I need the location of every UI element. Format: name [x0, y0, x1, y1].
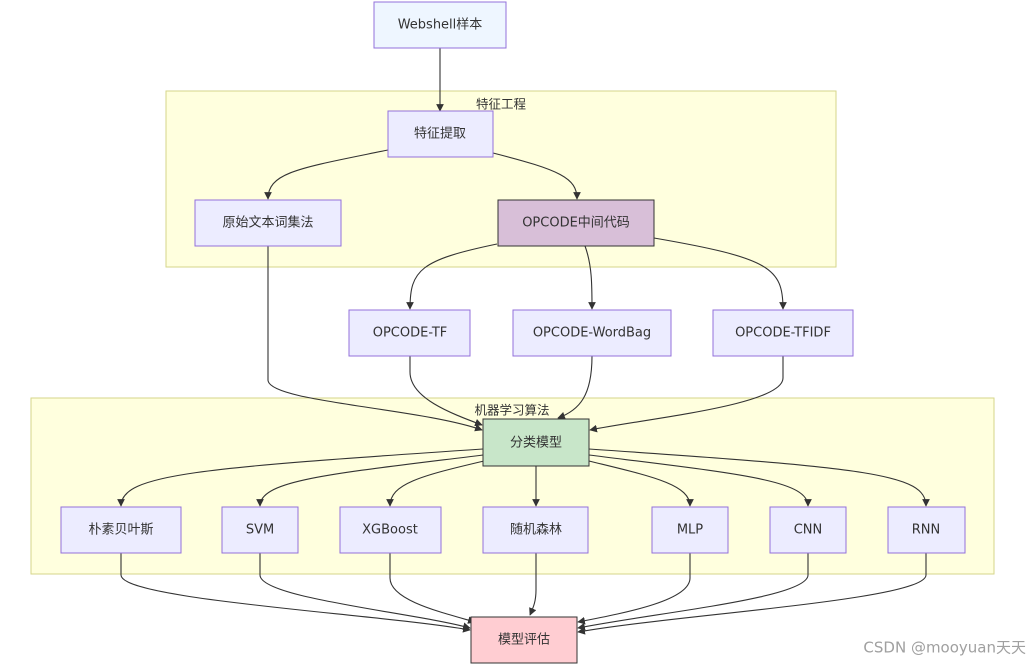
edge-cnn-to-evaluation — [577, 553, 809, 631]
node-cnn: CNN — [769, 506, 847, 554]
node-opcode-tf-label: OPCODE-TF — [373, 326, 448, 341]
edge-opcode-to-tfidf — [653, 237, 787, 310]
node-opcode-tfidf-label: OPCODE-TFIDF — [735, 326, 831, 341]
node-evaluation-box — [470, 616, 578, 664]
node-random-forest-box — [482, 506, 589, 554]
node-random-forest: 随机森林 — [482, 506, 589, 554]
node-rnn-label: RNN — [912, 523, 940, 538]
node-opcode-label: OPCODE中间代码 — [522, 216, 630, 231]
node-raw-text-label: 原始文本词集法 — [222, 215, 313, 231]
node-webshell-sample: Webshell样本 — [373, 1, 507, 49]
node-evaluation: 模型评估 — [470, 616, 578, 664]
node-svm-label: SVM — [246, 523, 274, 538]
node-feature-extract-box — [387, 110, 494, 158]
node-classifier-box — [482, 418, 590, 467]
node-raw-text-box — [194, 199, 342, 247]
edge-classifier-to-naive-bayes — [117, 448, 484, 507]
cluster-feature-engineering-label: 特征工程 — [476, 97, 527, 112]
node-naive-bayes: 朴素贝叶斯 — [60, 506, 182, 554]
edge-opcode-to-tf — [406, 243, 498, 310]
edge-feature-extract-to-raw-text — [264, 149, 389, 200]
node-opcode-wordbag-box — [512, 309, 672, 357]
edge-opcode-to-wordbag — [584, 245, 596, 310]
edge-classifier-to-cnn — [588, 454, 812, 507]
node-mlp: MLP — [651, 506, 729, 554]
edge-classifier-to-mlp — [588, 460, 694, 507]
node-cnn-label: CNN — [794, 523, 823, 538]
node-webshell-sample-label: Webshell样本 — [398, 18, 483, 33]
node-rnn-box — [887, 506, 966, 554]
node-raw-text: 原始文本词集法 — [194, 199, 342, 247]
node-classifier: 分类模型 — [482, 418, 590, 467]
node-webshell-sample-box — [373, 1, 507, 49]
edge-tfidf-to-classifier — [589, 356, 784, 433]
edge-classifier-to-rnn — [588, 448, 930, 507]
edge-xgboost-to-evaluation — [389, 553, 476, 624]
node-feature-extract-label: 特征提取 — [414, 126, 466, 142]
edge-classifier-to-xgboost — [386, 460, 485, 507]
edge-feature-extract-to-opcode — [492, 152, 581, 200]
node-opcode-wordbag: OPCODE-WordBag — [512, 309, 672, 357]
node-evaluation-label: 模型评估 — [498, 633, 550, 648]
edge-mlp-to-evaluation — [577, 553, 691, 625]
edge-svm-to-evaluation — [259, 553, 471, 630]
node-xgboost-box — [339, 506, 442, 554]
node-cnn-box — [769, 506, 847, 554]
node-rnn: RNN — [887, 506, 966, 554]
node-random-forest-label: 随机森林 — [510, 523, 562, 538]
node-opcode-tf: OPCODE-TF — [348, 309, 471, 357]
node-naive-bayes-label: 朴素贝叶斯 — [88, 523, 153, 538]
node-opcode: OPCODE中间代码 — [497, 199, 655, 247]
node-mlp-label: MLP — [677, 523, 703, 538]
edge-random-forest-to-evaluation — [529, 553, 537, 616]
edge-wordbag-to-classifier — [557, 355, 593, 420]
node-opcode-box — [497, 199, 655, 247]
node-xgboost: XGBoost — [339, 506, 442, 554]
node-opcode-tfidf: OPCODE-TFIDF — [712, 309, 854, 357]
edge-tf-to-classifier — [409, 356, 483, 427]
edge-classifier-to-svm — [256, 454, 484, 507]
node-opcode-tf-box — [348, 309, 471, 357]
edge-raw-text-to-classifier — [267, 246, 483, 432]
node-svm-box — [221, 506, 299, 554]
node-classifier-label: 分类模型 — [510, 436, 562, 451]
node-opcode-tfidf-box — [712, 309, 854, 357]
watermark-text: CSDN @mooyuan天天 — [863, 639, 1026, 657]
edge-naive-bayes-to-evaluation — [120, 553, 471, 633]
node-svm: SVM — [221, 506, 299, 554]
node-xgboost-label: XGBoost — [362, 523, 418, 538]
edge-rnn-to-evaluation — [577, 553, 927, 635]
cluster-ml-algorithms-label: 机器学习算法 — [474, 403, 549, 418]
node-mlp-box — [651, 506, 729, 554]
node-opcode-wordbag-label: OPCODE-WordBag — [533, 326, 651, 341]
edges — [117, 48, 930, 635]
node-feature-extract: 特征提取 — [387, 110, 494, 158]
node-naive-bayes-box — [60, 506, 182, 554]
